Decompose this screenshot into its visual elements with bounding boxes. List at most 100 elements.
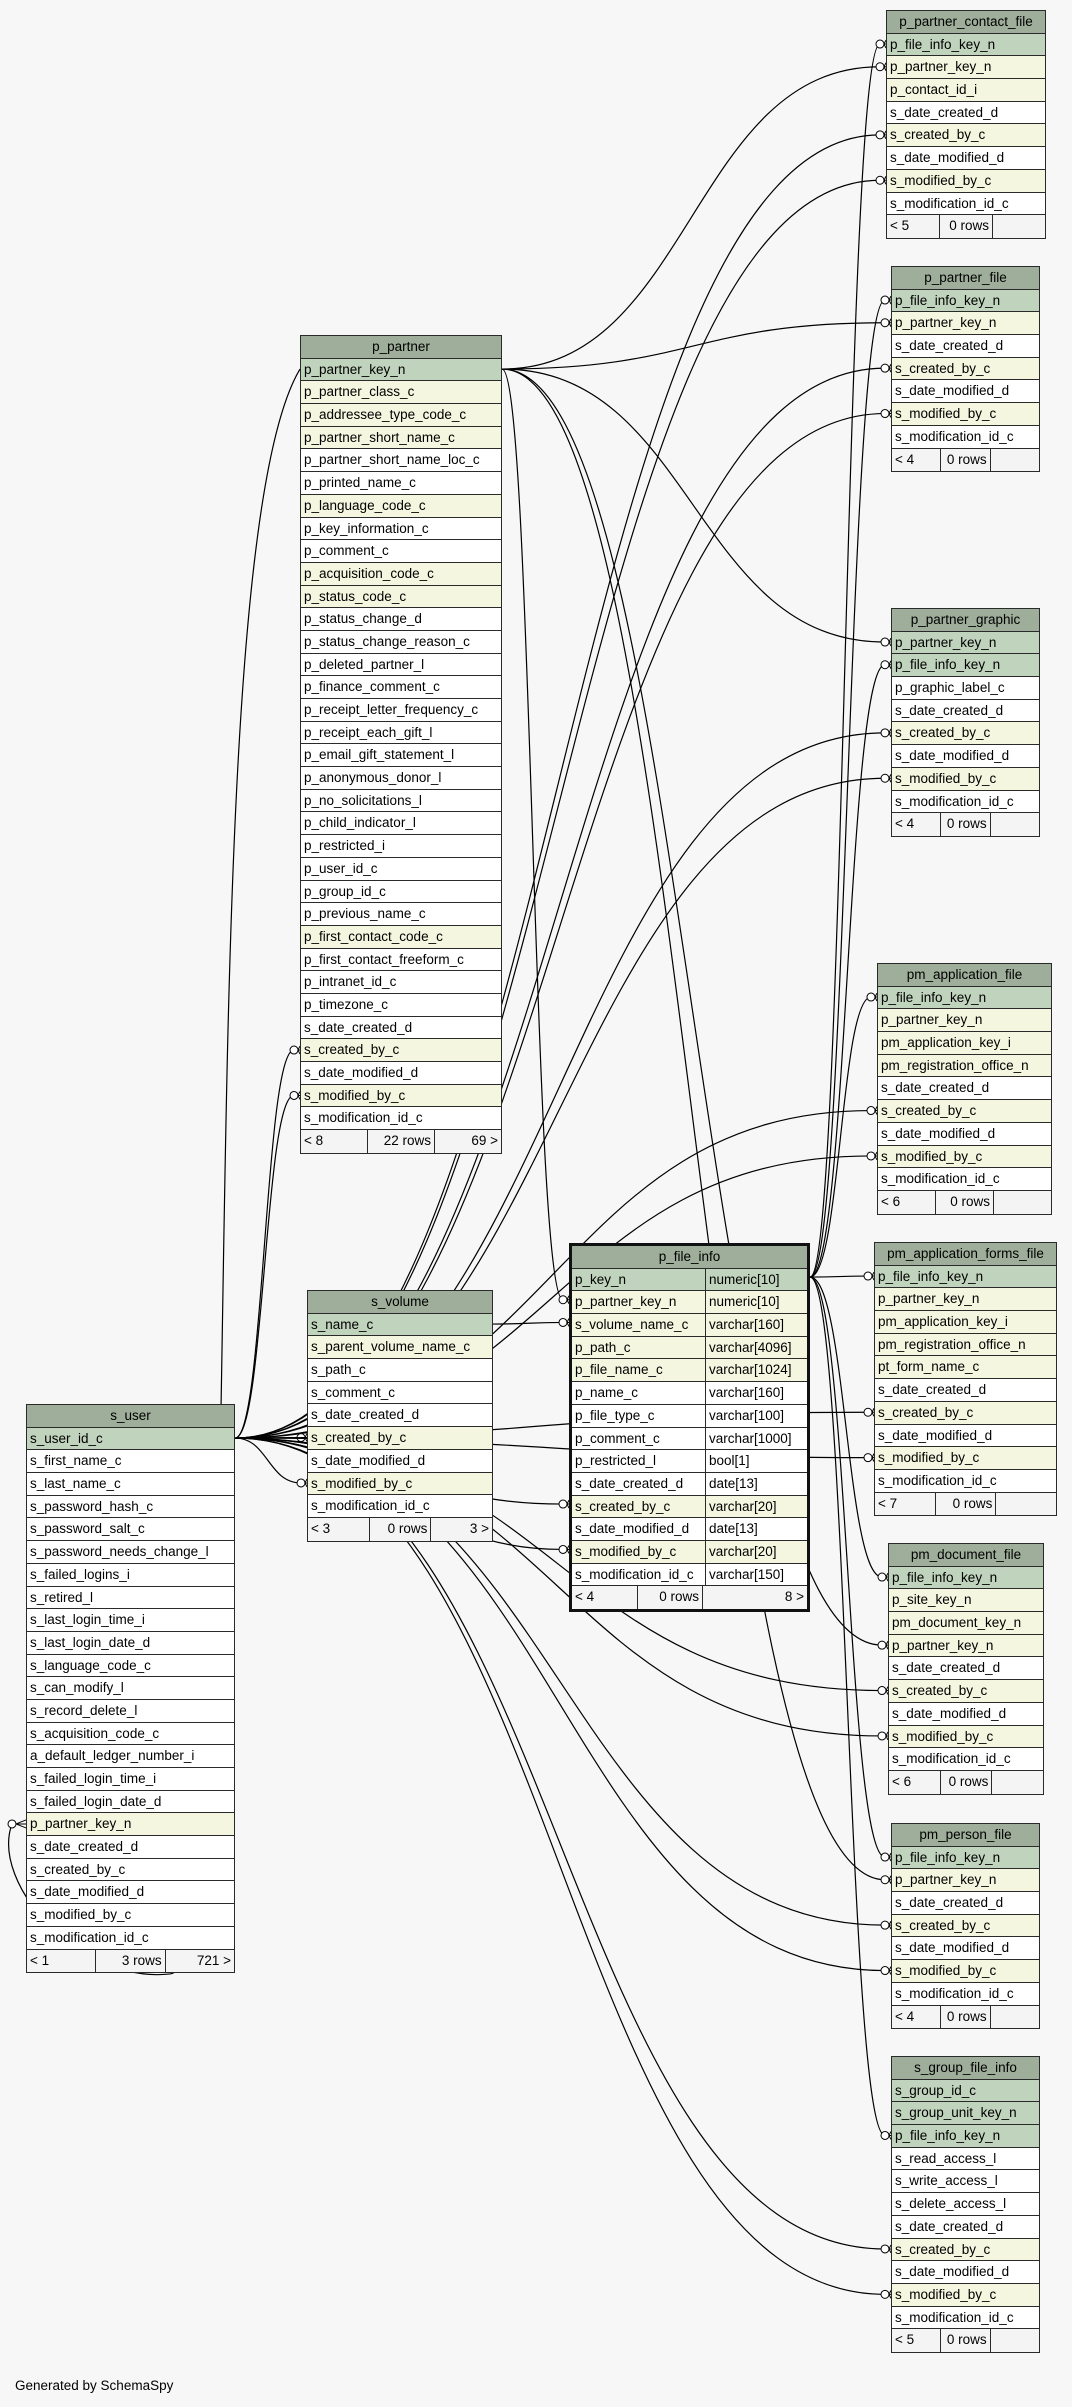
column-row[interactable]: p_group_id_c bbox=[301, 881, 501, 904]
column-row[interactable]: s_modified_by_c bbox=[878, 1145, 1051, 1169]
column-row[interactable]: s_modified_by_c bbox=[875, 1447, 1056, 1470]
column-row[interactable]: s_read_access_l bbox=[892, 2148, 1039, 2171]
column-row[interactable]: p_partner_class_c bbox=[301, 381, 501, 405]
column-row[interactable]: p_language_code_c bbox=[301, 494, 501, 518]
column-row[interactable]: s_modification_id_c bbox=[889, 1748, 1043, 1771]
column-row[interactable]: s_group_id_c bbox=[892, 2079, 1039, 2103]
column-row[interactable]: s_date_modified_d bbox=[301, 1062, 501, 1085]
column-row[interactable]: s_delete_access_l bbox=[892, 2193, 1039, 2216]
column-row[interactable]: s_modified_by_c bbox=[892, 2283, 1039, 2307]
column-row[interactable]: s_modified_by_c bbox=[892, 403, 1039, 426]
column-row[interactable]: p_printed_name_c bbox=[301, 472, 501, 495]
column-row[interactable]: p_deleted_partner_l bbox=[301, 654, 501, 677]
column-row[interactable]: s_created_by_c bbox=[892, 357, 1039, 381]
column-row[interactable]: p_file_info_key_n bbox=[889, 1566, 1043, 1590]
column-row[interactable]: s_record_delete_l bbox=[27, 1700, 234, 1723]
column-row[interactable]: p_contact_id_i bbox=[887, 79, 1045, 102]
column-row[interactable]: p_finance_comment_c bbox=[301, 676, 501, 699]
column-row[interactable]: p_status_change_reason_c bbox=[301, 631, 501, 654]
column-row[interactable]: s_date_modified_d bbox=[878, 1123, 1051, 1146]
column-row[interactable]: s_parent_volume_name_c bbox=[308, 1336, 492, 1360]
column-row[interactable]: p_comment_c bbox=[301, 540, 501, 563]
column-row[interactable]: s_acquisition_code_c bbox=[27, 1723, 234, 1746]
column-row[interactable]: s_date_modified_d bbox=[308, 1450, 492, 1473]
column-row[interactable]: s_date_modified_d bbox=[892, 2261, 1039, 2284]
column-row[interactable]: s_modification_id_c bbox=[892, 791, 1039, 814]
column-row[interactable]: s_date_modified_d bbox=[892, 380, 1039, 404]
column-row[interactable]: s_last_name_c bbox=[27, 1473, 234, 1496]
column-row[interactable]: s_retired_l bbox=[27, 1587, 234, 1610]
column-row[interactable]: pm_document_key_n bbox=[889, 1612, 1043, 1635]
column-row[interactable]: p_intranet_id_c bbox=[301, 971, 501, 994]
column-row[interactable]: s_modification_id_c bbox=[301, 1107, 501, 1131]
column-row[interactable]: pm_application_key_i bbox=[875, 1311, 1056, 1334]
column-row[interactable]: s_date_created_d bbox=[308, 1404, 492, 1428]
column-row[interactable]: s_modification_id_c bbox=[27, 1927, 234, 1950]
column-row[interactable]: s_modification_id_c bbox=[892, 1983, 1039, 2006]
column-row[interactable]: p_partner_short_name_c bbox=[301, 426, 501, 450]
column-row[interactable]: s_date_modified_d bbox=[889, 1703, 1043, 1726]
column-row[interactable]: s_name_c bbox=[308, 1313, 492, 1337]
column-row[interactable]: s_modified_by_c bbox=[892, 767, 1039, 791]
column-row[interactable]: p_user_id_c bbox=[301, 858, 501, 881]
column-row[interactable]: p_partner_key_n bbox=[27, 1813, 234, 1837]
column-row[interactable]: s_date_created_d bbox=[892, 2216, 1039, 2239]
column-row[interactable]: s_modified_by_c bbox=[301, 1084, 501, 1108]
column-row[interactable]: s_date_modified_d bbox=[887, 147, 1045, 170]
column-row[interactable]: s_date_created_d bbox=[887, 102, 1045, 125]
column-row[interactable]: p_file_info_key_n bbox=[878, 986, 1051, 1010]
column-row[interactable]: s_modified_by_c bbox=[27, 1904, 234, 1927]
column-row[interactable]: s_created_by_c bbox=[308, 1427, 492, 1450]
column-row[interactable]: p_file_info_key_n bbox=[892, 1846, 1039, 1870]
column-row[interactable]: s_date_modified_d bbox=[892, 1937, 1039, 1961]
column-row[interactable]: p_file_info_key_n bbox=[892, 289, 1039, 313]
column-row[interactable]: s_last_login_time_i bbox=[27, 1609, 234, 1632]
column-row[interactable]: s_modified_by_c bbox=[892, 1960, 1039, 1983]
column-row[interactable]: p_file_info_key_n bbox=[887, 33, 1045, 57]
column-row[interactable]: p_timezone_c bbox=[301, 994, 501, 1017]
column-row[interactable]: s_date_modified_d bbox=[27, 1881, 234, 1905]
column-row[interactable]: p_status_change_d bbox=[301, 608, 501, 631]
column-row[interactable]: s_modified_by_c bbox=[889, 1725, 1043, 1749]
column-row[interactable]: pm_application_key_i bbox=[878, 1032, 1051, 1055]
column-row[interactable]: p_partner_key_n bbox=[892, 312, 1039, 336]
column-row[interactable]: p_partner_key_n bbox=[301, 358, 501, 382]
column-row[interactable]: s_modification_id_c bbox=[892, 426, 1039, 449]
column-row[interactable]: s_language_code_c bbox=[27, 1655, 234, 1678]
column-row[interactable]: s_created_by_c bbox=[887, 124, 1045, 148]
column-row[interactable]: p_previous_name_c bbox=[301, 903, 501, 926]
column-row[interactable]: s_modification_id_c bbox=[878, 1168, 1051, 1191]
column-row[interactable]: p_partner_key_n bbox=[878, 1009, 1051, 1033]
column-row[interactable]: p_partner_key_n bbox=[892, 631, 1039, 655]
column-row[interactable]: s_created_by_c bbox=[892, 1914, 1039, 1938]
column-row[interactable]: s_password_hash_c bbox=[27, 1496, 234, 1519]
column-row[interactable]: p_file_info_key_n bbox=[892, 2125, 1039, 2148]
column-row[interactable]: s_modified_by_c bbox=[887, 169, 1045, 193]
column-row[interactable]: p_anonymous_donor_l bbox=[301, 767, 501, 790]
column-row[interactable]: p_child_indicator_l bbox=[301, 812, 501, 836]
column-row[interactable]: s_created_by_c bbox=[889, 1680, 1043, 1703]
column-row[interactable]: s_group_unit_key_n bbox=[892, 2102, 1039, 2126]
column-row[interactable]: p_partner_key_n bbox=[892, 1869, 1039, 1893]
column-row[interactable]: s_date_created_d bbox=[892, 335, 1039, 358]
column-row[interactable]: p_partner_short_name_loc_c bbox=[301, 449, 501, 473]
column-row[interactable]: s_created_by_c bbox=[875, 1401, 1056, 1425]
column-row[interactable]: s_date_created_d bbox=[27, 1836, 234, 1859]
column-row[interactable]: p_graphic_label_c bbox=[892, 677, 1039, 700]
column-row[interactable]: p_acquisition_code_c bbox=[301, 562, 501, 586]
column-row[interactable]: p_partner_key_n bbox=[887, 56, 1045, 80]
